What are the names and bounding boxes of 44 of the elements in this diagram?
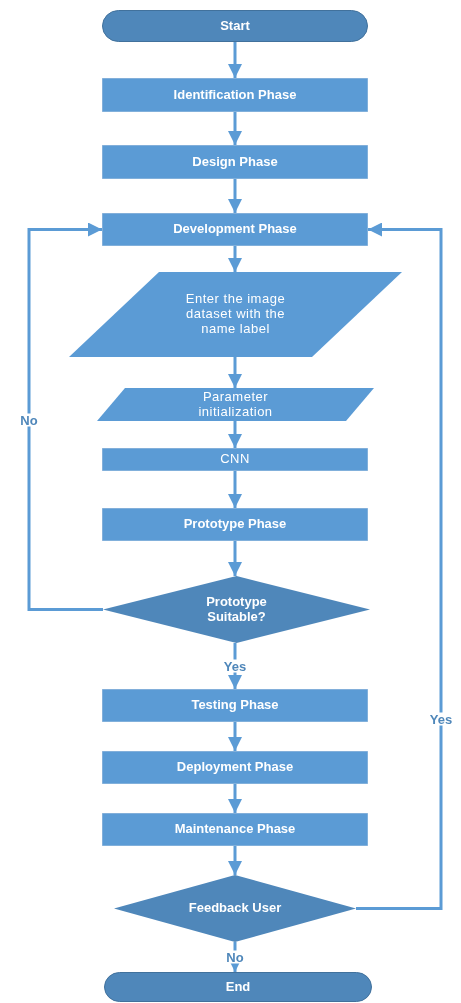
node-label: Maintenance Phase bbox=[174, 822, 296, 837]
node-label: Enter the image dataset with the name label bbox=[185, 292, 286, 337]
node-label: CNN bbox=[220, 452, 250, 467]
arrow bbox=[228, 471, 242, 508]
node-label: End bbox=[225, 979, 251, 995]
node-label: Identification Phase bbox=[173, 87, 297, 103]
input-parallelogram bbox=[97, 388, 374, 421]
process-box bbox=[102, 78, 368, 112]
arrow bbox=[228, 357, 242, 388]
arrow bbox=[228, 942, 242, 972]
decision-diamond bbox=[103, 576, 370, 643]
arrow bbox=[228, 784, 242, 813]
node-label: Design Phase bbox=[192, 154, 278, 170]
node-label: Feedback User bbox=[188, 901, 282, 916]
process-box bbox=[102, 145, 368, 179]
arrow bbox=[228, 722, 242, 751]
process-box bbox=[102, 689, 368, 722]
node-label: Prototype Suitable? bbox=[205, 594, 268, 625]
arrow bbox=[228, 246, 242, 272]
edge-label: Yes bbox=[428, 712, 454, 726]
arrow bbox=[228, 541, 242, 576]
arrow bbox=[356, 222, 443, 910]
node-label: Testing Phase bbox=[191, 698, 279, 713]
process-box bbox=[102, 813, 368, 846]
node-label: Parameter initialization bbox=[197, 389, 274, 420]
arrow bbox=[27, 222, 103, 611]
arrow bbox=[228, 846, 242, 875]
edge-label: No bbox=[225, 950, 245, 964]
process-box bbox=[102, 508, 368, 541]
node-label: Deployment Phase bbox=[176, 760, 294, 775]
node-label: Development Phase bbox=[173, 222, 297, 237]
decision-diamond bbox=[114, 875, 356, 942]
input-parallelogram bbox=[69, 272, 402, 357]
arrow bbox=[228, 112, 242, 145]
arrow bbox=[228, 179, 242, 213]
process-box bbox=[102, 448, 368, 471]
node-label: Start bbox=[220, 18, 250, 34]
edge-label: Yes bbox=[222, 659, 248, 673]
edge-label: No bbox=[19, 413, 39, 426]
arrow bbox=[228, 42, 242, 78]
process-box bbox=[102, 213, 368, 246]
process-box bbox=[102, 751, 368, 784]
arrow bbox=[228, 421, 242, 448]
node-label: Prototype Phase bbox=[183, 517, 287, 532]
